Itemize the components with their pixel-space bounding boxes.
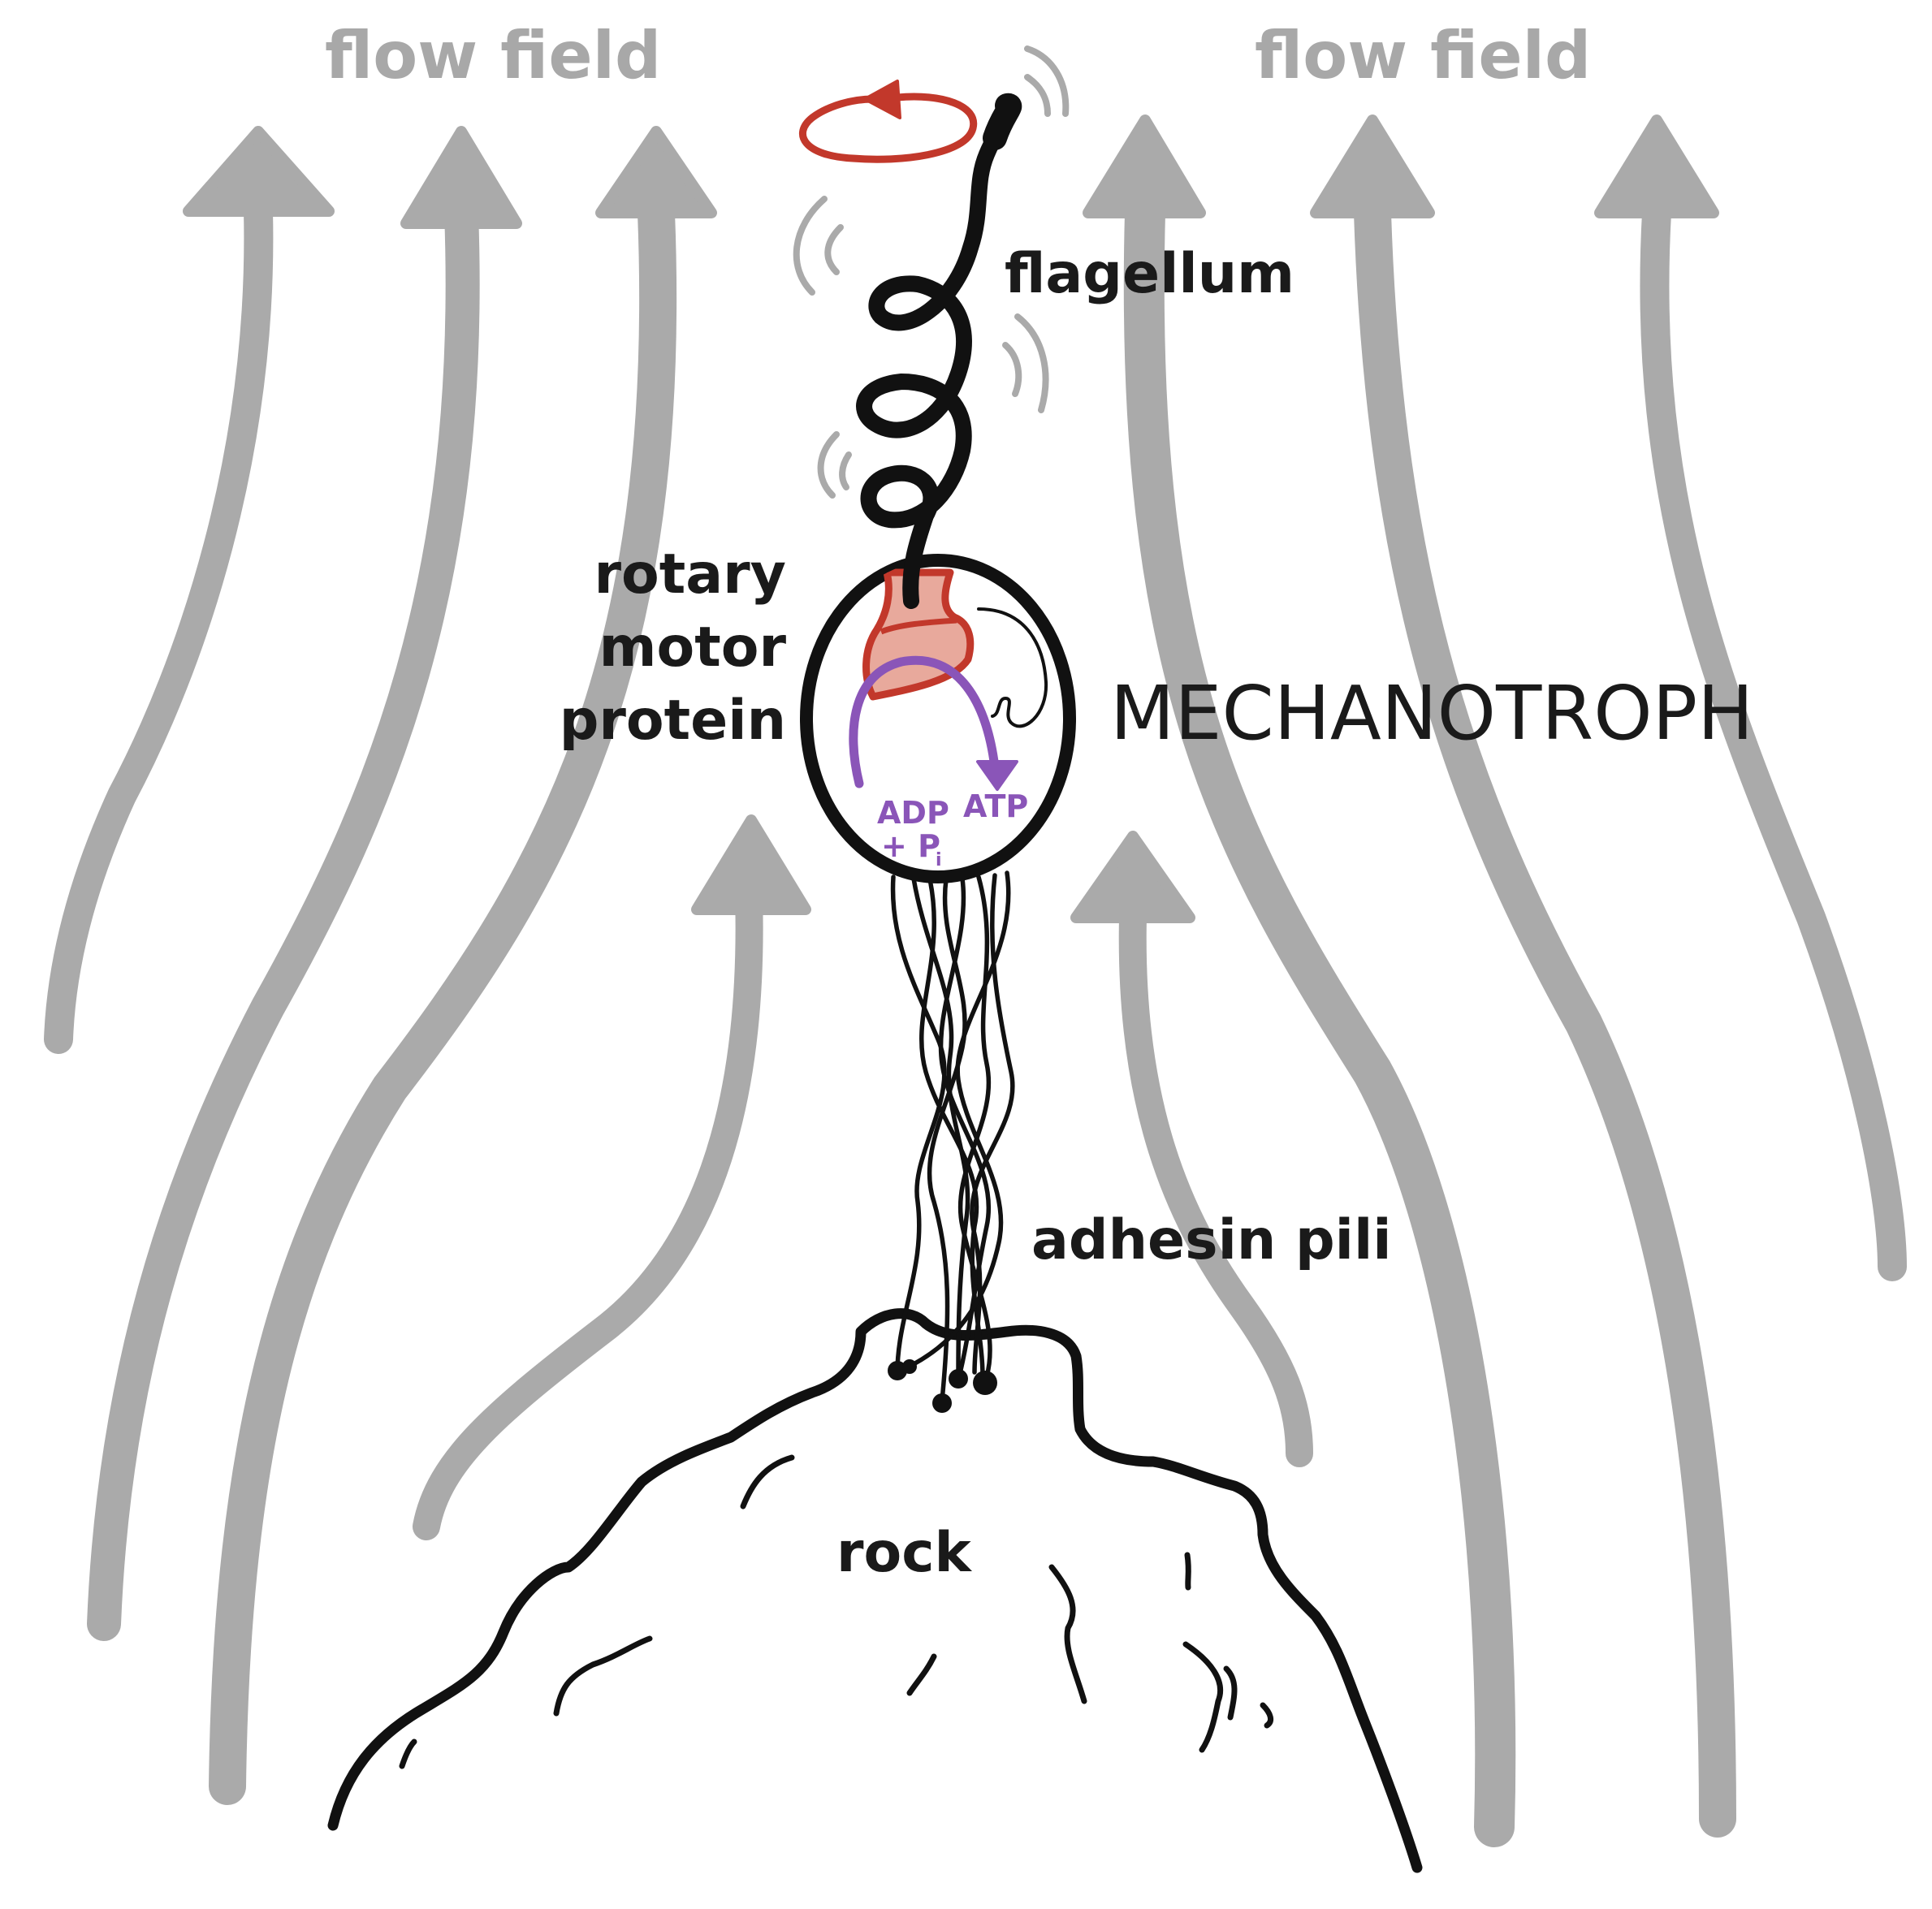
flagellum-label: flagellum [1005,242,1294,306]
flow-arrowhead-6 [1310,114,1435,218]
cell-rotation-swirl [977,607,1048,728]
rock-label: rock [836,1521,973,1585]
rock-cracks [399,1454,1274,1769]
flagellum [856,93,1022,609]
flagellum-helix [856,101,1019,609]
flagellum-tip [983,93,1022,150]
adhesin-pili [890,870,1015,1403]
mechanotroph-label: MECHANOTROPH [1110,670,1753,757]
flow-arrow-2 [87,196,480,1641]
plus-p-label: + P [881,828,940,864]
adhesin-pili-label: adhesin pili [1031,1208,1392,1272]
flow-arrow-4 [413,879,763,1540]
atp-label: ATP [963,788,1028,824]
flow-field-arrows [44,192,1907,1847]
flow-arrow-3 [209,194,677,1805]
flow-arrowhead-1 [183,126,335,217]
flow-arrowhead-2 [400,126,522,229]
flow-arrowheads [183,114,1719,923]
rock [327,1308,1423,1873]
flow-arrow-6 [1354,194,1736,1838]
vibration-marks [793,45,1070,499]
flow-arrow-1 [44,197,274,1054]
mechanotroph-cell: ADP ATP + P i [800,554,1076,883]
flow-arrow-5 [1123,192,1516,1847]
rotation-arrow [799,80,978,163]
flow-field-label-right: flow field [1255,18,1591,93]
protein-label: protein [560,689,786,753]
flow-arrowhead-5 [1083,114,1206,218]
motor-label: motor [599,615,787,680]
flow-field-label-left: flow field [325,18,661,93]
atp-arrowhead [976,760,1018,791]
flow-arrowhead-4 [691,814,811,915]
rotation-arrowhead [863,80,901,119]
flow-arrowhead-7 [1594,114,1719,218]
flow-arrowhead-8 [1070,831,1195,923]
adp-label: ADP [877,795,949,831]
phosphate-subscript: i [936,850,942,870]
rock-outline [327,1308,1423,1873]
flow-arrow-8 [1118,904,1313,1467]
flow-arrowhead-3 [595,126,717,218]
rotation-ellipse [799,93,978,163]
pili-anchor-dots [888,1359,997,1413]
atp-synthesis-arrow [849,655,1000,788]
rotary-label: rotary [594,542,786,607]
flow-arrow-7 [1640,198,1907,1281]
